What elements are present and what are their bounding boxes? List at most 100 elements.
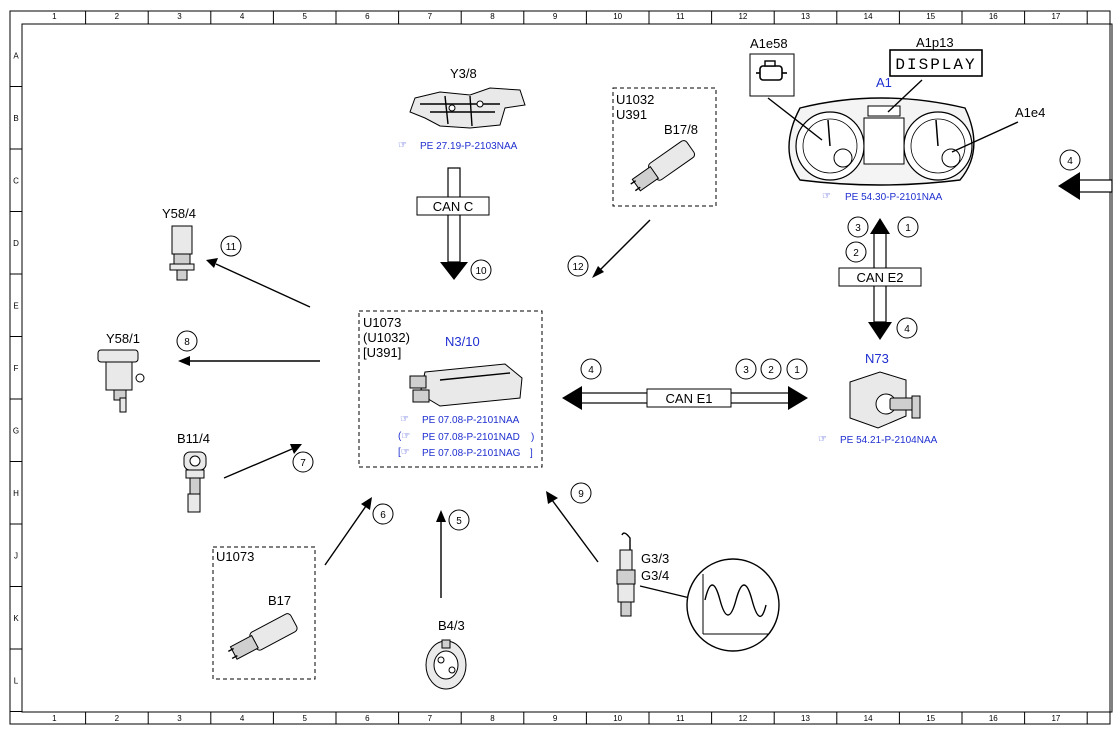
a1e58-leader [767, 97, 823, 141]
b17-sensor[interactable] [226, 612, 299, 663]
svg-text:PE 54.30-P-2101NAA: PE 54.30-P-2101NAA [845, 192, 943, 203]
signal-4-e2: 4 [896, 317, 918, 339]
grid-col-label: 7 [428, 714, 433, 723]
label-g3-3: G3/3 [641, 551, 669, 566]
can-e1-arrow: CAN E1 [562, 386, 808, 410]
svg-text:[☞: [☞ [398, 447, 410, 458]
svg-text:(☞: (☞ [398, 431, 410, 442]
svg-text:]: ] [530, 448, 533, 459]
can-c-arrow: CAN C [416, 167, 490, 280]
grid-col-label: 13 [801, 12, 810, 21]
svg-text:10: 10 [475, 266, 487, 277]
ref-y3-8[interactable]: ☞ PE 27.19-P-2103NAA [398, 140, 518, 152]
grid-col-label: 16 [989, 12, 998, 21]
b11-4-component[interactable] [183, 451, 207, 513]
svg-text:7: 7 [300, 458, 306, 469]
signal-4-edge-arrow: 4 [1058, 149, 1113, 200]
signal-10: 10 [470, 259, 492, 281]
n3-10-ecu[interactable] [409, 363, 523, 407]
grid-col-label: 6 [365, 12, 370, 21]
svg-text:6: 6 [380, 510, 386, 521]
can-e2-label: CAN E2 [857, 270, 904, 285]
n3-10-variant-box [358, 310, 543, 468]
label-b17-8: B17/8 [664, 122, 698, 137]
grid-col-label: 16 [989, 714, 998, 723]
grid-row-label: G [13, 426, 19, 435]
svg-text:8: 8 [184, 337, 190, 348]
svg-text:2: 2 [768, 365, 774, 376]
y58-1-component[interactable] [97, 349, 145, 413]
grid-col-label: 8 [490, 714, 495, 723]
label-y58-1: Y58/1 [106, 331, 140, 346]
y3-8-component[interactable]: Y3/8 [409, 66, 526, 129]
b17-8-variant-1: U1032 [616, 92, 654, 107]
grid-col-label: 12 [738, 714, 747, 723]
hand-icon: ☞ [822, 191, 831, 202]
b17-8-variant-box [612, 87, 717, 207]
display-text: DISPLAY [895, 56, 976, 74]
signal-6-arrow: 6 [324, 497, 394, 566]
g3-oxygen-sensor[interactable] [616, 532, 636, 617]
ecu-variant-1: U1073 [363, 315, 401, 330]
b17-variant: U1073 [216, 549, 254, 564]
hand-icon: ☞ [818, 434, 827, 445]
grid-row-label: L [14, 676, 19, 685]
can-c-label: CAN C [433, 199, 473, 214]
label-y3-8: Y3/8 [450, 66, 477, 81]
ref-a1[interactable]: ☞ PE 54.30-P-2101NAA [822, 191, 943, 203]
grid-col-label: 9 [553, 12, 558, 21]
grid-row-label: C [13, 176, 19, 185]
grid-col-label: 4 [240, 714, 245, 723]
grid-col-label: 15 [926, 12, 935, 21]
b17-variant-box [212, 546, 316, 680]
hand-icon: ☞ [398, 140, 407, 151]
grid-col-label: 10 [613, 12, 622, 21]
svg-text:5: 5 [456, 516, 462, 527]
ecu-variant-3: [U391] [363, 345, 401, 360]
ref-n73[interactable]: ☞ PE 54.21-P-2104NAA [818, 434, 938, 446]
grid-row-label: E [13, 301, 18, 310]
outer-frame [9, 10, 1111, 725]
ref-n3-10-1[interactable]: ☞ PE 07.08-P-2101NAA [400, 414, 520, 426]
grid-col-label: 11 [676, 714, 685, 723]
grid-coordinates: 1122334455667788991010111112121313141415… [10, 11, 1088, 724]
svg-text:PE 07.08-P-2101NAD: PE 07.08-P-2101NAD [422, 432, 520, 443]
g3-leader [639, 585, 691, 599]
signal-11-arrow: 11 [206, 235, 311, 308]
svg-text:3: 3 [855, 223, 861, 234]
svg-text:1: 1 [905, 223, 911, 234]
signal-5-arrow: 5 [436, 509, 470, 598]
label-b11-4: B11/4 [177, 431, 210, 446]
b17-8-sensor[interactable] [627, 139, 696, 196]
ref-n3-10-3[interactable]: [☞ PE 07.08-P-2101NAG ] [398, 447, 533, 459]
a1e58-check-engine-icon[interactable] [749, 53, 795, 97]
svg-text:3: 3 [743, 365, 749, 376]
grid-col-label: 1 [52, 714, 57, 723]
grid-col-label: 3 [177, 714, 182, 723]
grid-col-label: 15 [926, 714, 935, 723]
n73-ignition-switch[interactable] [849, 371, 921, 429]
signal-7-arrow: 7 [223, 444, 314, 479]
g3-signal-waveform-icon [686, 558, 780, 652]
signal-8-arrow: 8 [176, 330, 320, 366]
a1e4-leader [951, 121, 1019, 153]
grid-col-label: 5 [302, 12, 307, 21]
grid-row-label: J [14, 551, 18, 560]
a1-instrument-cluster[interactable] [788, 97, 975, 186]
a1p13-display[interactable]: DISPLAY [889, 49, 983, 77]
y58-4-component[interactable] [169, 225, 195, 281]
grid-row-label: A [13, 51, 19, 60]
svg-text:PE 07.08-P-2101NAA: PE 07.08-P-2101NAA [422, 415, 520, 426]
label-y58-4: Y58/4 [162, 206, 196, 221]
svg-text:9: 9 [578, 489, 584, 500]
b4-3-component[interactable] [425, 639, 467, 690]
ref-n3-10-2[interactable]: (☞ PE 07.08-P-2101NAD ) [398, 431, 534, 443]
grid-col-label: 2 [115, 12, 120, 21]
label-a1e4: A1e4 [1015, 105, 1045, 120]
svg-text:4: 4 [588, 365, 594, 376]
grid-col-label: 7 [428, 12, 433, 21]
label-n3-10: N3/10 [445, 334, 480, 349]
ref-y3-8-text: PE 27.19-P-2103NAA [420, 141, 518, 152]
signal-4-left: 4 [580, 358, 602, 380]
